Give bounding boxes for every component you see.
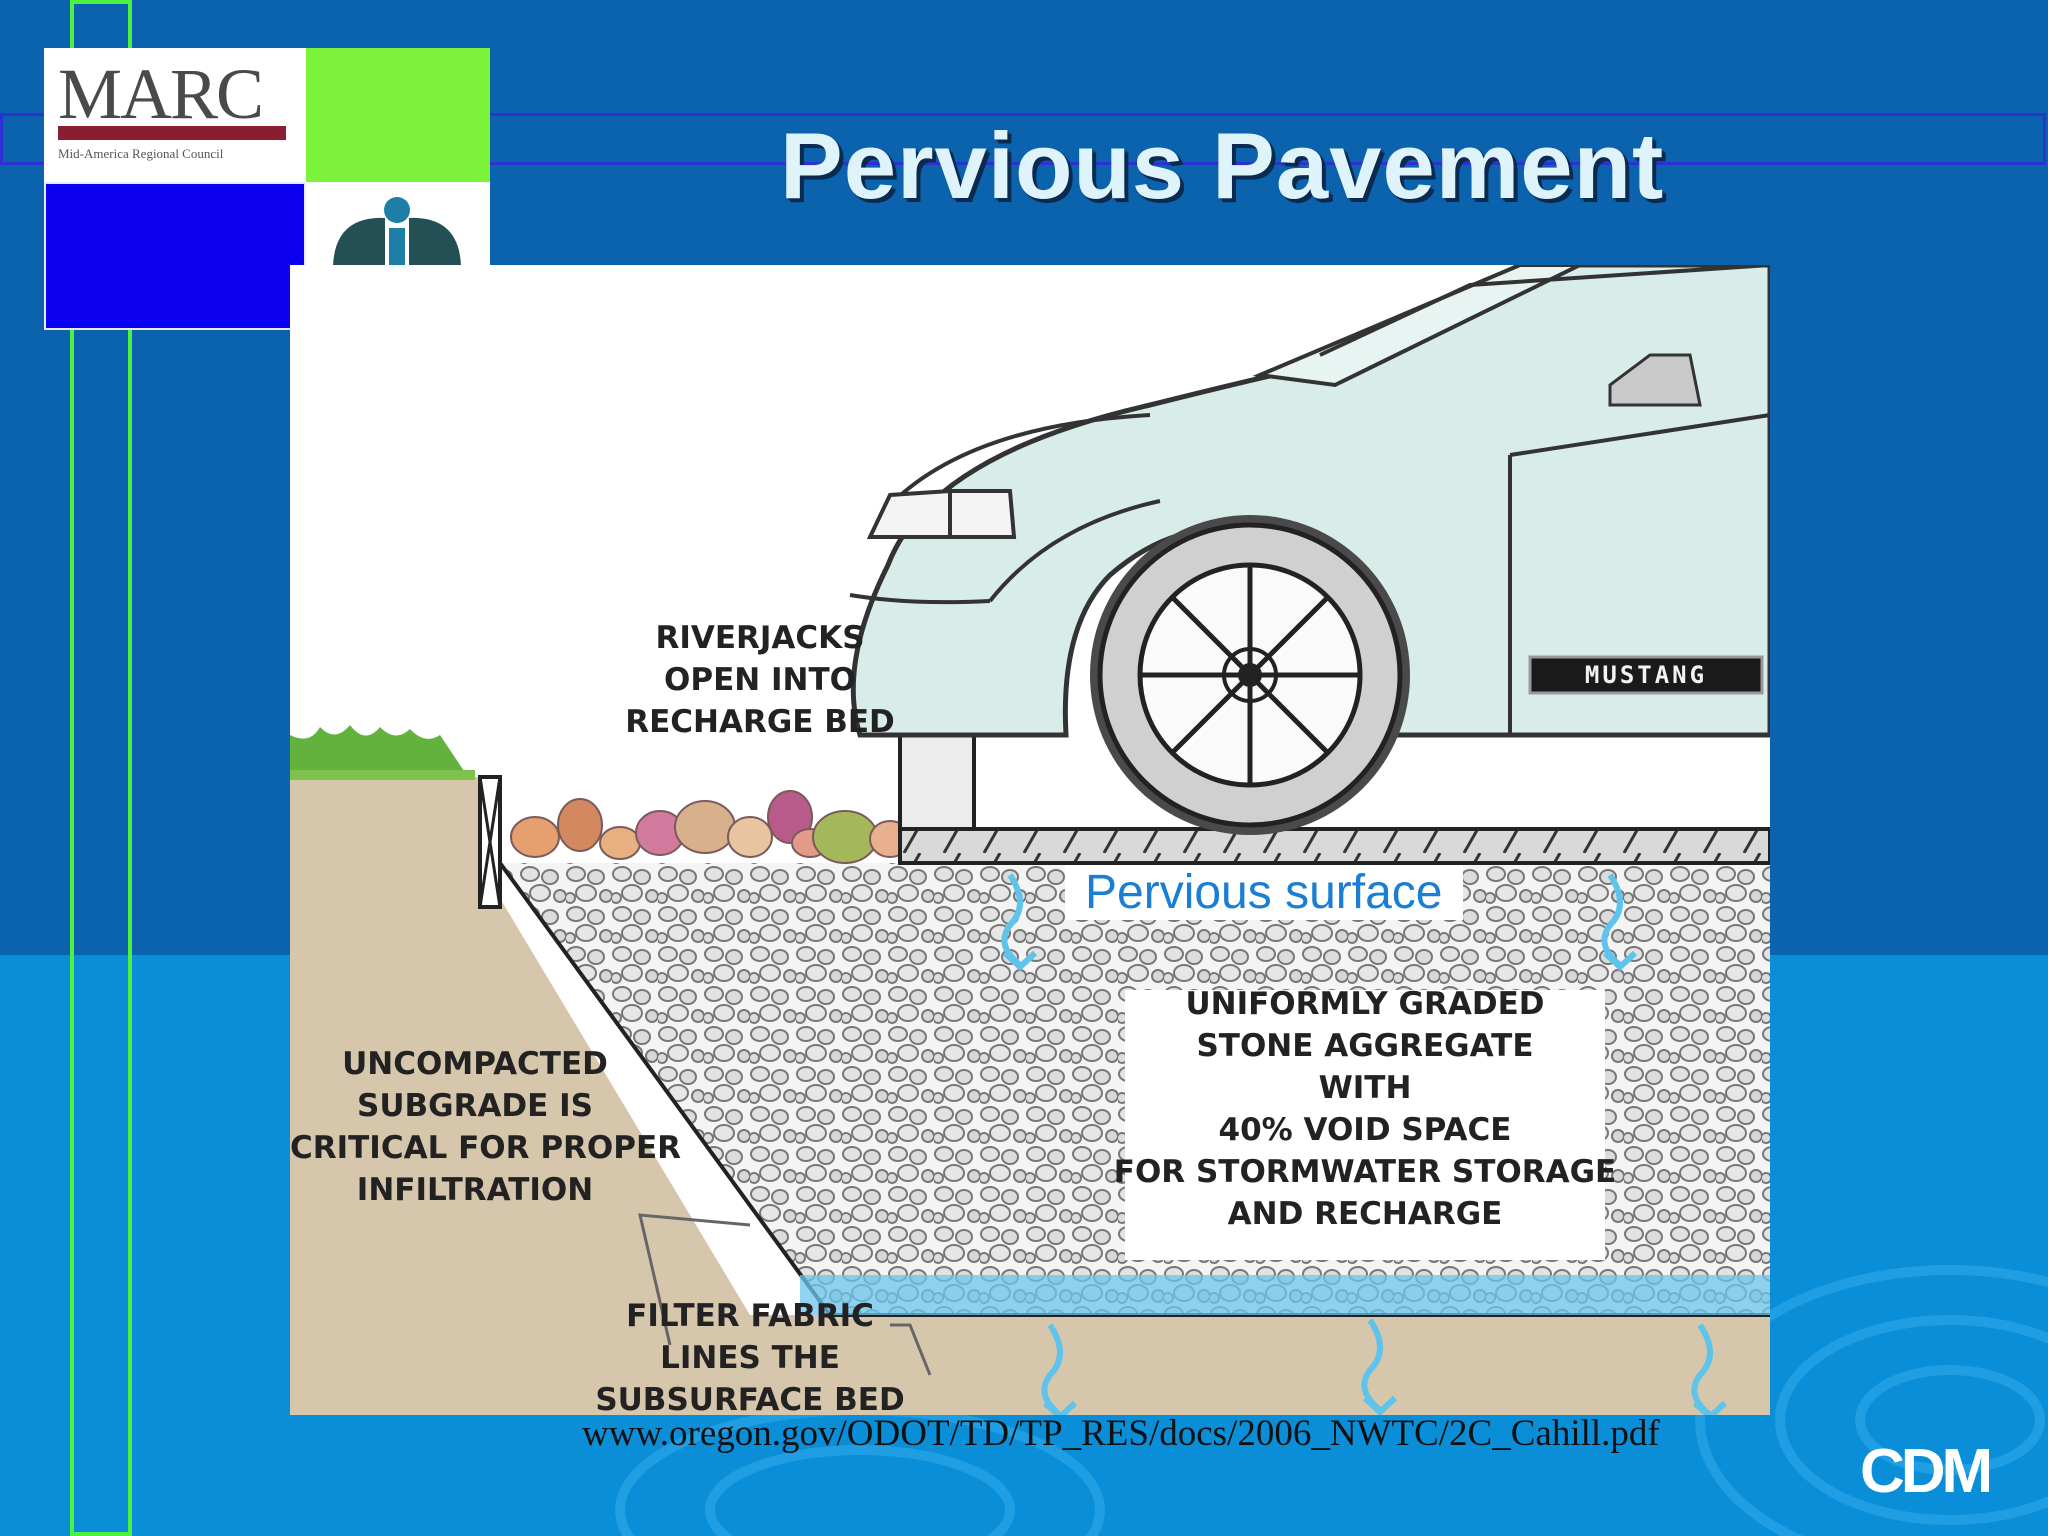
cdm-logo: CDM xyxy=(1860,1437,1993,1506)
pervious-surface-label: Pervious surface xyxy=(1065,865,1463,920)
pervious-pavement-diagram: MUSTANG RIVERJACKS OPEN INTO RECHARGE BE xyxy=(290,265,1770,1415)
logo-blue-block xyxy=(44,182,306,330)
marc-logo-panel xyxy=(44,48,306,182)
source-url-link[interactable]: www.oregon.gov/ODOT/TD/TP_RES/docs/2006_… xyxy=(582,1413,1660,1454)
title-band-outline xyxy=(0,113,2046,165)
person-emblem-icon xyxy=(333,197,461,266)
slide-title: Pervious Pavement xyxy=(780,113,1665,218)
riverjacks-label: RIVERJACKS OPEN INTO RECHARGE BED xyxy=(625,620,895,740)
marc-logo-bar xyxy=(58,126,286,140)
logo-green-block xyxy=(306,48,490,182)
aggregate-label-box xyxy=(1125,990,1605,1260)
car-badge: MUSTANG xyxy=(1585,661,1707,689)
marc-logo-subtitle: Mid-America Regional Council xyxy=(58,146,224,161)
subgrade-label: UNCOMPACTED SUBGRADE IS CRITICAL FOR PRO… xyxy=(290,1046,682,1208)
marc-logo-text: MARC xyxy=(58,54,264,134)
left-vertical-stripe xyxy=(70,0,132,1536)
aggregate-label: UNIFORMLY GRADED STONE AGGREGATE WITH 40… xyxy=(1113,986,1617,1232)
filter-fabric-label: FILTER FABRIC LINES THE SUBSURFACE BED xyxy=(595,1298,905,1415)
